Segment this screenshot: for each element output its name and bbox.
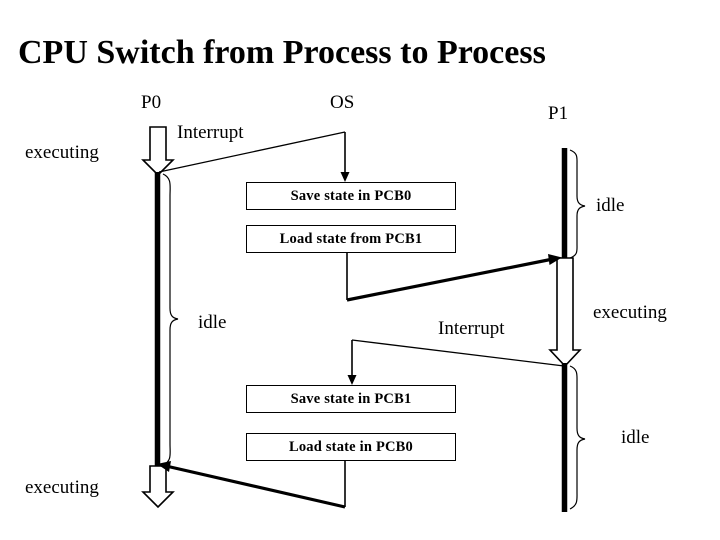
p1-idle-brace-top xyxy=(569,149,586,259)
label-p0-executing-bottom: executing xyxy=(25,477,99,498)
label-p1-idle-top: idle xyxy=(596,195,625,216)
flow-os-to-p0 xyxy=(157,461,346,509)
flow-interrupt-p1-to-os xyxy=(347,339,565,385)
flow-interrupt-p0-to-os xyxy=(158,131,350,182)
column-header-os: OS xyxy=(330,92,355,113)
label-p0-executing-top: executing xyxy=(25,142,99,163)
label-interrupt-second: Interrupt xyxy=(438,318,505,339)
p1-executing-arrow xyxy=(548,257,582,368)
column-header-p1: P1 xyxy=(548,103,569,124)
column-header-p0: P0 xyxy=(141,92,162,113)
p0-executing-bottom-arrow xyxy=(141,465,175,509)
label-p0-idle: idle xyxy=(198,312,227,333)
p0-executing-top-arrow xyxy=(141,126,175,177)
box-save-state-pcb1: Save state in PCB1 xyxy=(246,385,456,413)
box-save-state-pcb0: Save state in PCB0 xyxy=(246,182,456,210)
p0-idle-brace xyxy=(162,173,179,466)
page-title: CPU Switch from Process to Process xyxy=(18,34,546,71)
box-load-state-pcb0: Load state in PCB0 xyxy=(246,433,456,461)
label-p1-executing: executing xyxy=(593,302,667,323)
label-interrupt-first: Interrupt xyxy=(177,122,244,143)
label-p1-idle-bottom: idle xyxy=(621,427,650,448)
p1-idle-brace-bottom xyxy=(569,365,586,510)
flow-os-to-p1 xyxy=(346,253,562,302)
box-load-state-pcb1: Load state from PCB1 xyxy=(246,225,456,253)
